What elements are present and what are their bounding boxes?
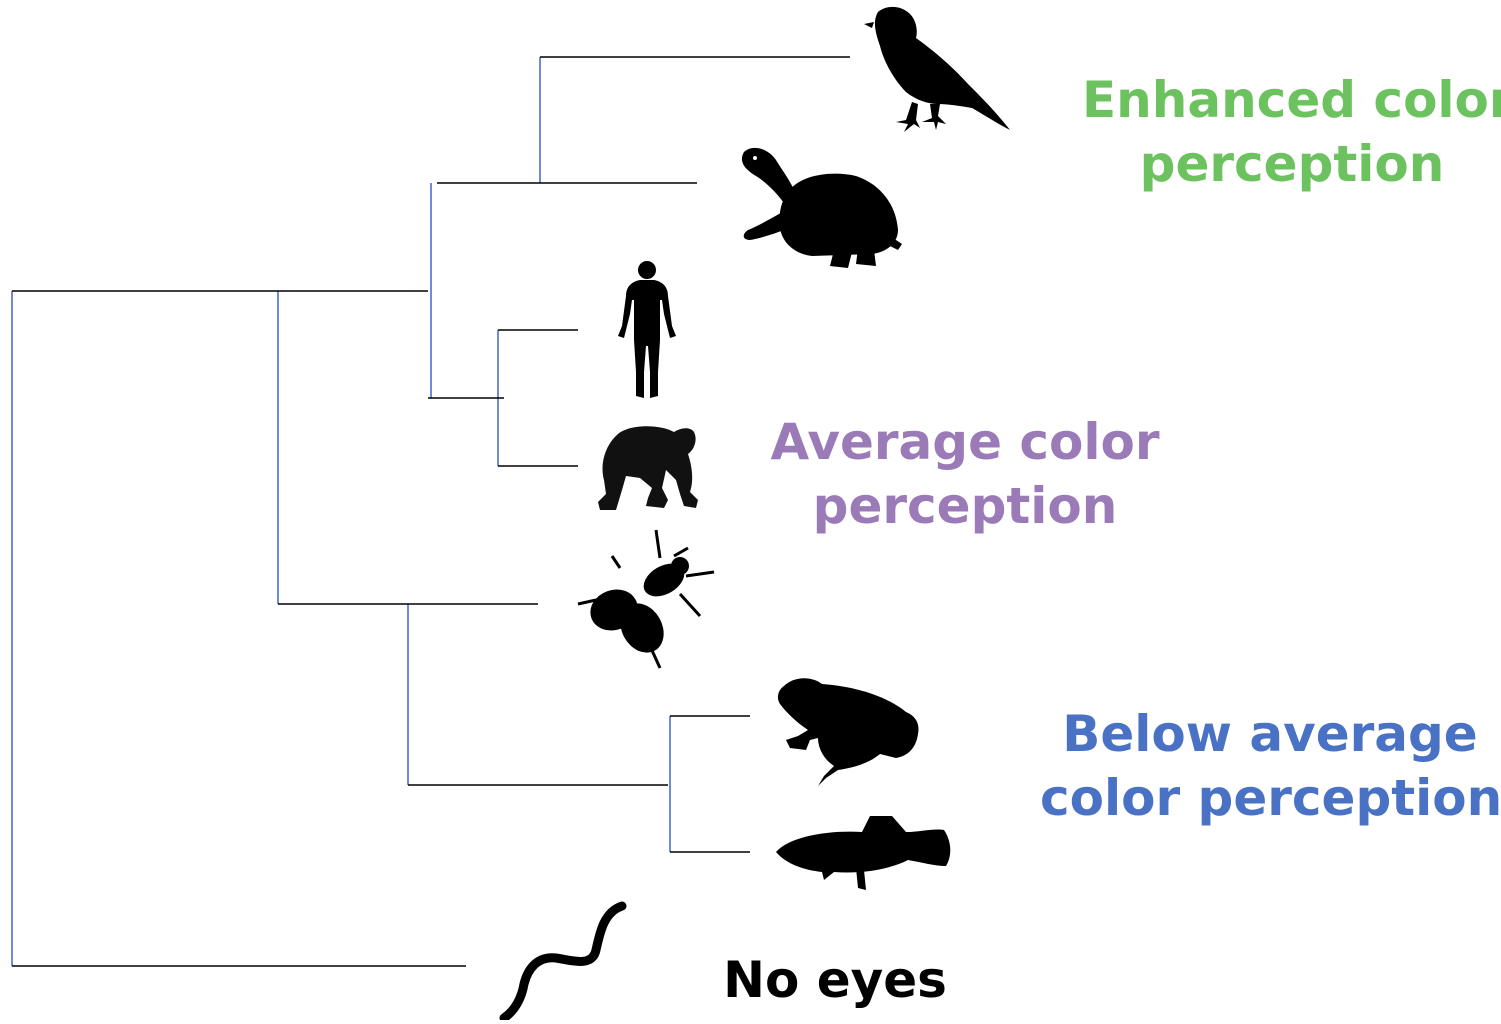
- average-color-perception-label: Average color perception: [760, 410, 1170, 538]
- frog-icon: [778, 678, 919, 786]
- human-icon: [618, 261, 676, 398]
- enhanced-color-perception-label: Enhanced color perception: [1082, 68, 1501, 196]
- average-label-line-2: perception: [760, 474, 1170, 538]
- worm-icon: [504, 906, 622, 1018]
- turtle-icon: [742, 148, 902, 268]
- chimpanzee-icon: [598, 426, 698, 510]
- below-label-line-1: Below average: [1040, 702, 1500, 766]
- below-label-line-2: color perception: [1040, 766, 1500, 830]
- phylogenetic-tree: [12, 57, 850, 966]
- enhanced-label-line-1: Enhanced color: [1082, 68, 1501, 132]
- no-eyes-label: No eyes: [715, 948, 955, 1012]
- average-label-line-1: Average color: [760, 410, 1170, 474]
- no-eyes-text: No eyes: [715, 948, 955, 1012]
- bird-icon: [864, 7, 1010, 132]
- fish-icon: [776, 816, 950, 890]
- fly-icon: [578, 530, 714, 668]
- enhanced-label-line-2: perception: [1082, 132, 1501, 196]
- below-average-color-perception-label: Below average color perception: [1040, 702, 1500, 830]
